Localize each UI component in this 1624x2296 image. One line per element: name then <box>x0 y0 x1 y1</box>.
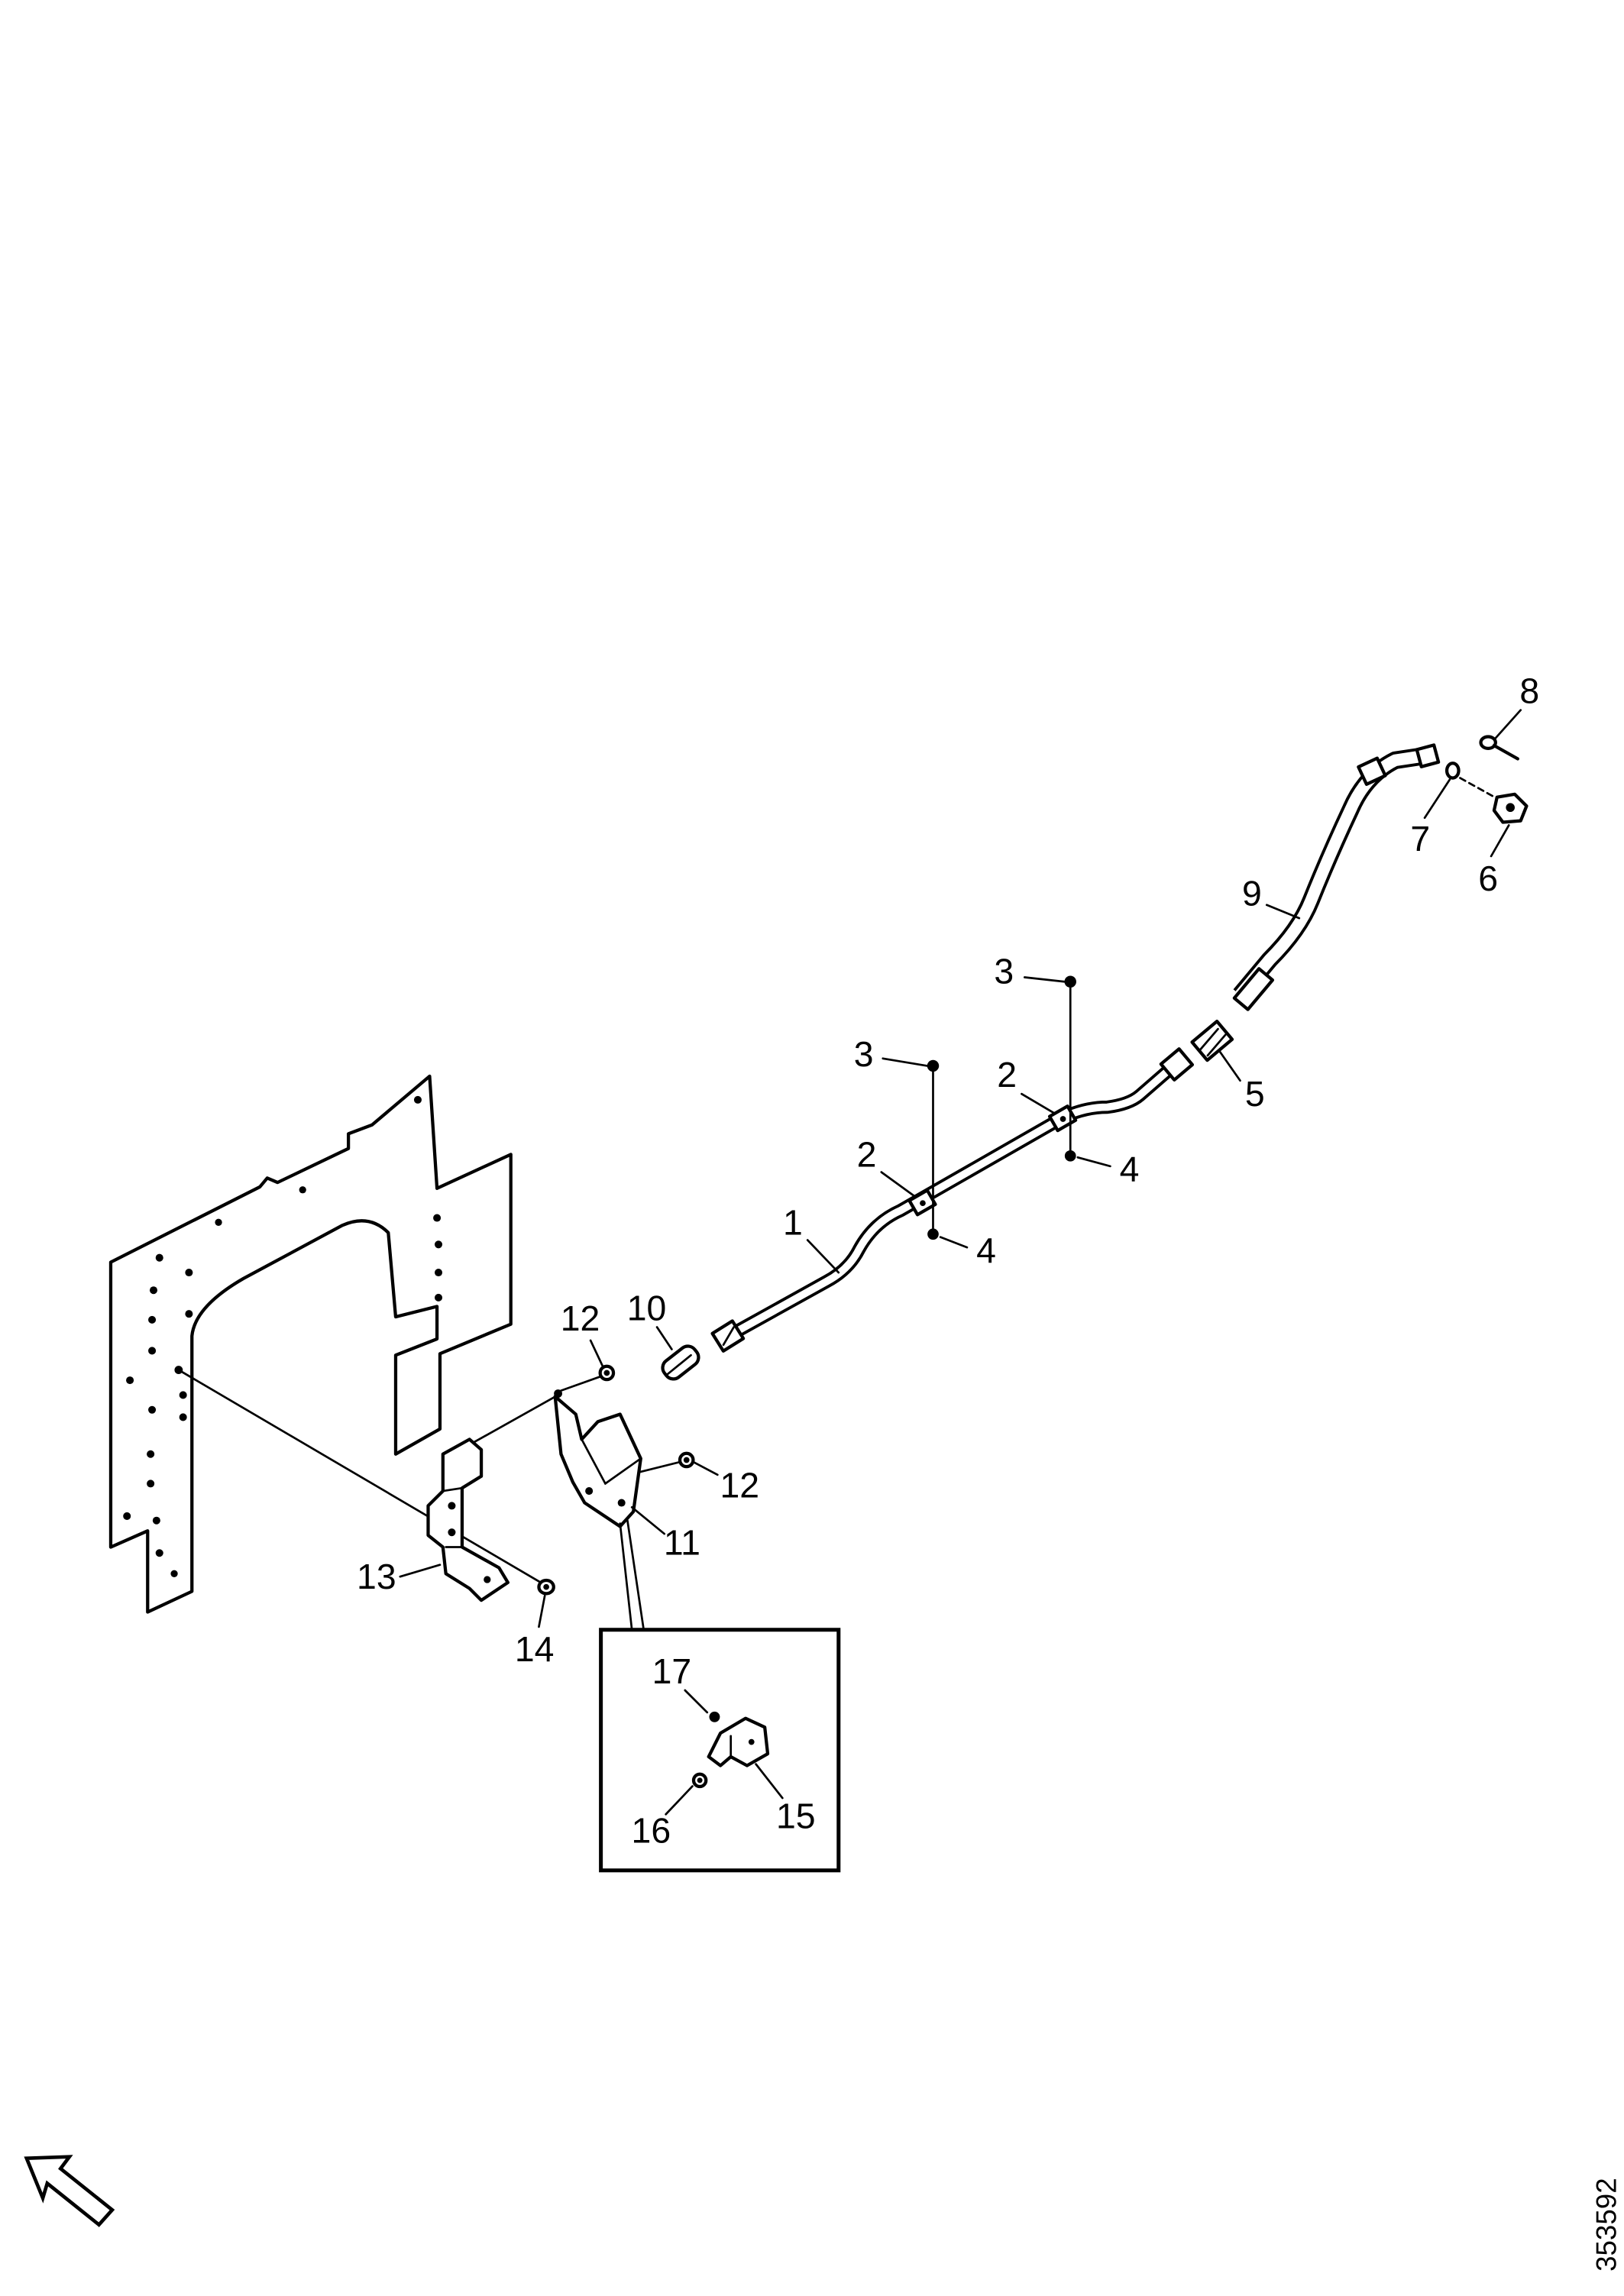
drawing-number: 353592 <box>1590 2178 1622 2272</box>
callout-5: 5 <box>1245 1074 1265 1114</box>
nut-14 <box>537 1578 555 1596</box>
nut-16 <box>691 1772 708 1789</box>
detail-inset <box>599 1519 841 1873</box>
washer-7 <box>1444 762 1461 780</box>
bracket-13 <box>426 1437 510 1602</box>
callout-4-upper: 4 <box>1120 1150 1140 1189</box>
pipe-nut-upper <box>1159 1047 1195 1082</box>
callout-13: 13 <box>357 1557 396 1596</box>
union-5 <box>1190 1019 1234 1062</box>
hose-9 <box>1232 743 1441 1011</box>
callout-15: 15 <box>776 1796 816 1835</box>
bolt-3-lower <box>927 1059 940 1072</box>
plate-holes <box>123 1095 443 1577</box>
callout-16: 16 <box>632 1811 671 1851</box>
bracket-11 <box>553 1389 642 1528</box>
pipe-nut-lower <box>710 1319 746 1353</box>
callout-6: 6 <box>1478 859 1498 898</box>
nut-4-upper <box>1064 1150 1076 1162</box>
nut-4-lower <box>927 1228 939 1240</box>
assembly-line <box>560 1374 603 1392</box>
bolt-3-upper <box>1064 975 1076 988</box>
callout-8: 8 <box>1519 671 1539 711</box>
part-10-plug <box>661 1344 700 1381</box>
callout-3-lower: 3 <box>854 1034 874 1074</box>
clamp-6 <box>1492 792 1529 824</box>
callout-11: 11 <box>664 1523 700 1563</box>
callout-12-lower: 12 <box>720 1465 759 1505</box>
nut-12-upper <box>598 1364 616 1382</box>
callout-17: 17 <box>652 1651 692 1691</box>
callout-3-upper: 3 <box>994 952 1014 991</box>
callout-4-lower: 4 <box>976 1230 996 1270</box>
assembly-line <box>459 1394 559 1451</box>
callout-2-lower: 2 <box>857 1134 877 1174</box>
pipe-1 <box>730 1060 1179 1339</box>
arrow-up-left-icon <box>24 2155 115 2227</box>
callout-10: 10 <box>627 1288 667 1327</box>
bolt-17 <box>709 1711 720 1722</box>
leader-lines <box>399 709 1522 1816</box>
assembly-line <box>177 1369 545 1586</box>
nut-12-lower <box>678 1451 695 1469</box>
callout-7: 7 <box>1410 819 1430 859</box>
callout-9: 9 <box>1242 873 1262 913</box>
callout-14: 14 <box>515 1629 555 1669</box>
bolt-8 <box>1479 735 1519 761</box>
callout-1: 1 <box>783 1202 803 1242</box>
callout-labels: 1 2 2 3 3 4 4 5 6 7 8 9 10 11 12 12 13 1… <box>357 671 1539 1851</box>
clip-2-upper <box>1047 1104 1078 1133</box>
clip-15 <box>707 1716 770 1767</box>
clip-2-lower <box>907 1188 937 1217</box>
mounting-plate <box>108 1074 513 1614</box>
assembly-line <box>1459 777 1502 801</box>
callout-12-upper: 12 <box>561 1298 600 1338</box>
callout-2-upper: 2 <box>997 1055 1017 1095</box>
